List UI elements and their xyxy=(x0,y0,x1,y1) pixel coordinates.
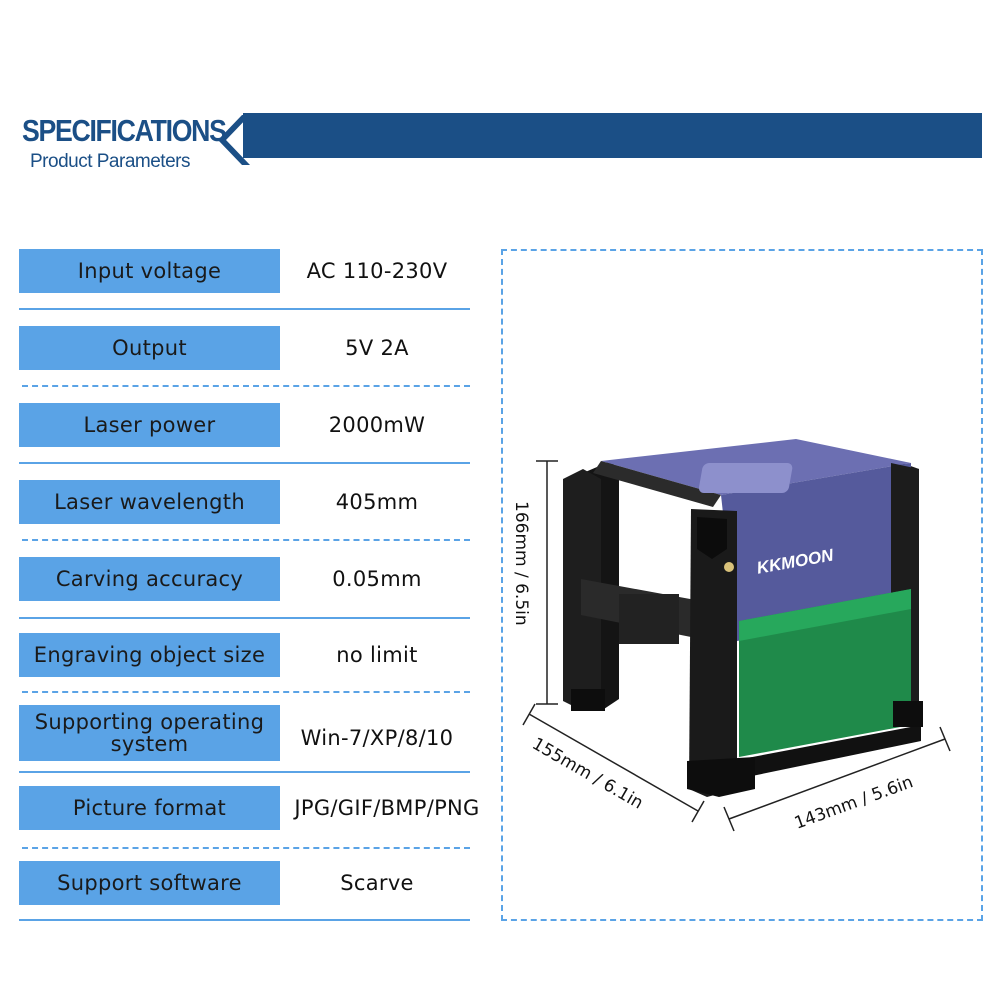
row-divider xyxy=(22,539,470,541)
spec-label: Input voltage xyxy=(19,249,280,293)
chevron-left-icon xyxy=(218,115,250,165)
spec-value: 5V 2A xyxy=(345,336,409,360)
row-divider xyxy=(22,385,470,387)
dimension-depth-label: 155mm / 6.1in xyxy=(529,734,647,814)
spec-value: AC 110-230V xyxy=(306,259,448,283)
depth-dimension-line xyxy=(522,703,705,823)
page-subtitle: Product Parameters xyxy=(30,151,190,172)
width-dimension-line xyxy=(723,726,951,832)
spec-label: Output xyxy=(19,326,280,370)
spec-label: Supporting operating system xyxy=(19,705,280,761)
spec-label: Support software xyxy=(19,861,280,905)
spec-value: 405mm xyxy=(335,490,419,514)
dimension-height-label: 166mm / 6.5in xyxy=(511,501,531,626)
spec-value: Scarve xyxy=(340,871,414,895)
spec-label: Laser wavelength xyxy=(19,480,280,524)
row-divider xyxy=(19,919,470,921)
product-image-frame xyxy=(501,249,983,921)
page-title: SPECIFICATIONS xyxy=(22,113,227,148)
spec-value: Win-7/XP/8/10 xyxy=(300,726,454,750)
spec-value: 2000mW xyxy=(328,413,426,437)
header-banner xyxy=(243,113,982,158)
spec-label: Carving accuracy xyxy=(19,557,280,601)
dimension-width-label: 143mm / 5.6in xyxy=(792,772,916,833)
row-divider xyxy=(19,771,470,773)
spec-label: Laser power xyxy=(19,403,280,447)
row-divider xyxy=(19,308,470,310)
spec-value: 0.05mm xyxy=(332,567,422,591)
spec-value: JPG/GIF/BMP/PNG xyxy=(294,796,480,820)
laser-engraver-image: KKMOON 166mm / 6.5in 155mm / 6.1in 143mm… xyxy=(511,439,951,834)
row-divider xyxy=(19,617,470,619)
spec-value: no limit xyxy=(336,643,418,667)
spec-label: Picture format xyxy=(19,786,280,830)
spec-label: Engraving object size xyxy=(19,633,280,677)
engraver-body xyxy=(563,439,923,797)
height-dimension-line xyxy=(536,460,558,705)
row-divider xyxy=(22,691,470,693)
row-divider xyxy=(22,847,470,849)
row-divider xyxy=(19,462,470,464)
